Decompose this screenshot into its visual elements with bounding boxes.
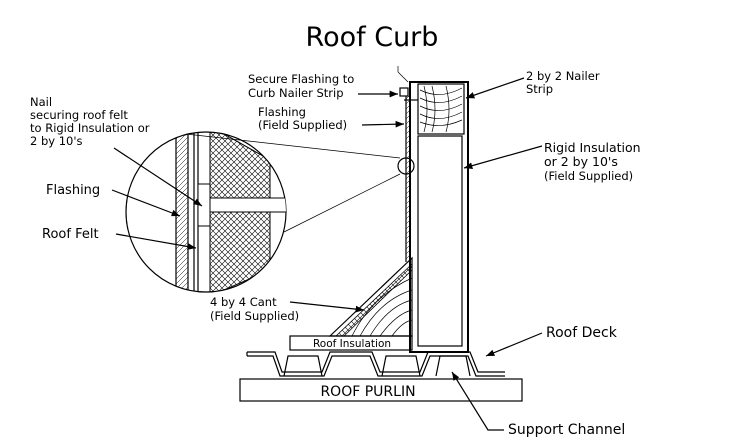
roof-insulation-label: Roof Insulation [313,338,391,350]
roof-felt-label: Roof Felt [42,227,99,242]
nailer-strip [417,83,465,135]
curb-outer [409,81,469,353]
roof-deck-label: Roof Deck [546,325,618,341]
rigid-insulation-leader [463,145,543,169]
rigid-insulation [417,135,463,347]
cant-leader [289,301,365,313]
rigid-insulation-label-3: (Field Supplied) [544,169,633,183]
cant-strip [328,256,413,337]
cant-label-2: (Field Supplied) [210,309,299,323]
support-channel-label: Support Channel [508,422,625,438]
curb-flashing [404,96,418,262]
roof-purlin-label: ROOF PURLIN [320,384,415,400]
diagram-title: Roof Curb [306,22,439,53]
flashing-label: Flashing [46,183,100,198]
roof-purlin [239,378,523,402]
nail-label-1: Nail [30,95,52,109]
secure-flashing-label-1: Secure Flashing to [248,72,354,86]
cant-label-1: 4 by 4 Cant [210,295,277,309]
flashing-fs-label-1: Flashing [258,105,306,119]
rigid-insulation-label-1: Rigid Insulation [544,140,641,155]
cant-wood-grain [351,277,413,337]
roof-deck [246,351,505,377]
nailer-strip-label-1: 2 by 2 Nailer [526,69,600,83]
support-channel-leader [451,371,504,431]
support-channels [283,355,471,377]
secure-flashing-label-2: Curb Nailer Strip [248,86,344,100]
detail-marker [397,157,415,175]
roof-deck-leader [485,332,543,357]
flashing-fs-leader [361,120,405,128]
detail-circle [125,131,401,293]
nail-label-4: 2 by 10's [30,134,83,148]
nail-label-2: securing roof felt [30,108,128,122]
flashing-fs-label-2: (Field Supplied) [258,118,347,132]
rigid-insulation-label-2: or 2 by 10's [544,154,618,169]
nail-label-3: to Rigid Insulation or [30,121,150,135]
flashing-nail [399,87,409,97]
nailer-strip-label-2: Strip [526,82,553,96]
nail-leader [113,147,203,207]
nailer-strip-leader [465,77,525,99]
flashing-leader [111,189,181,217]
roof-felt-leader [115,233,197,250]
